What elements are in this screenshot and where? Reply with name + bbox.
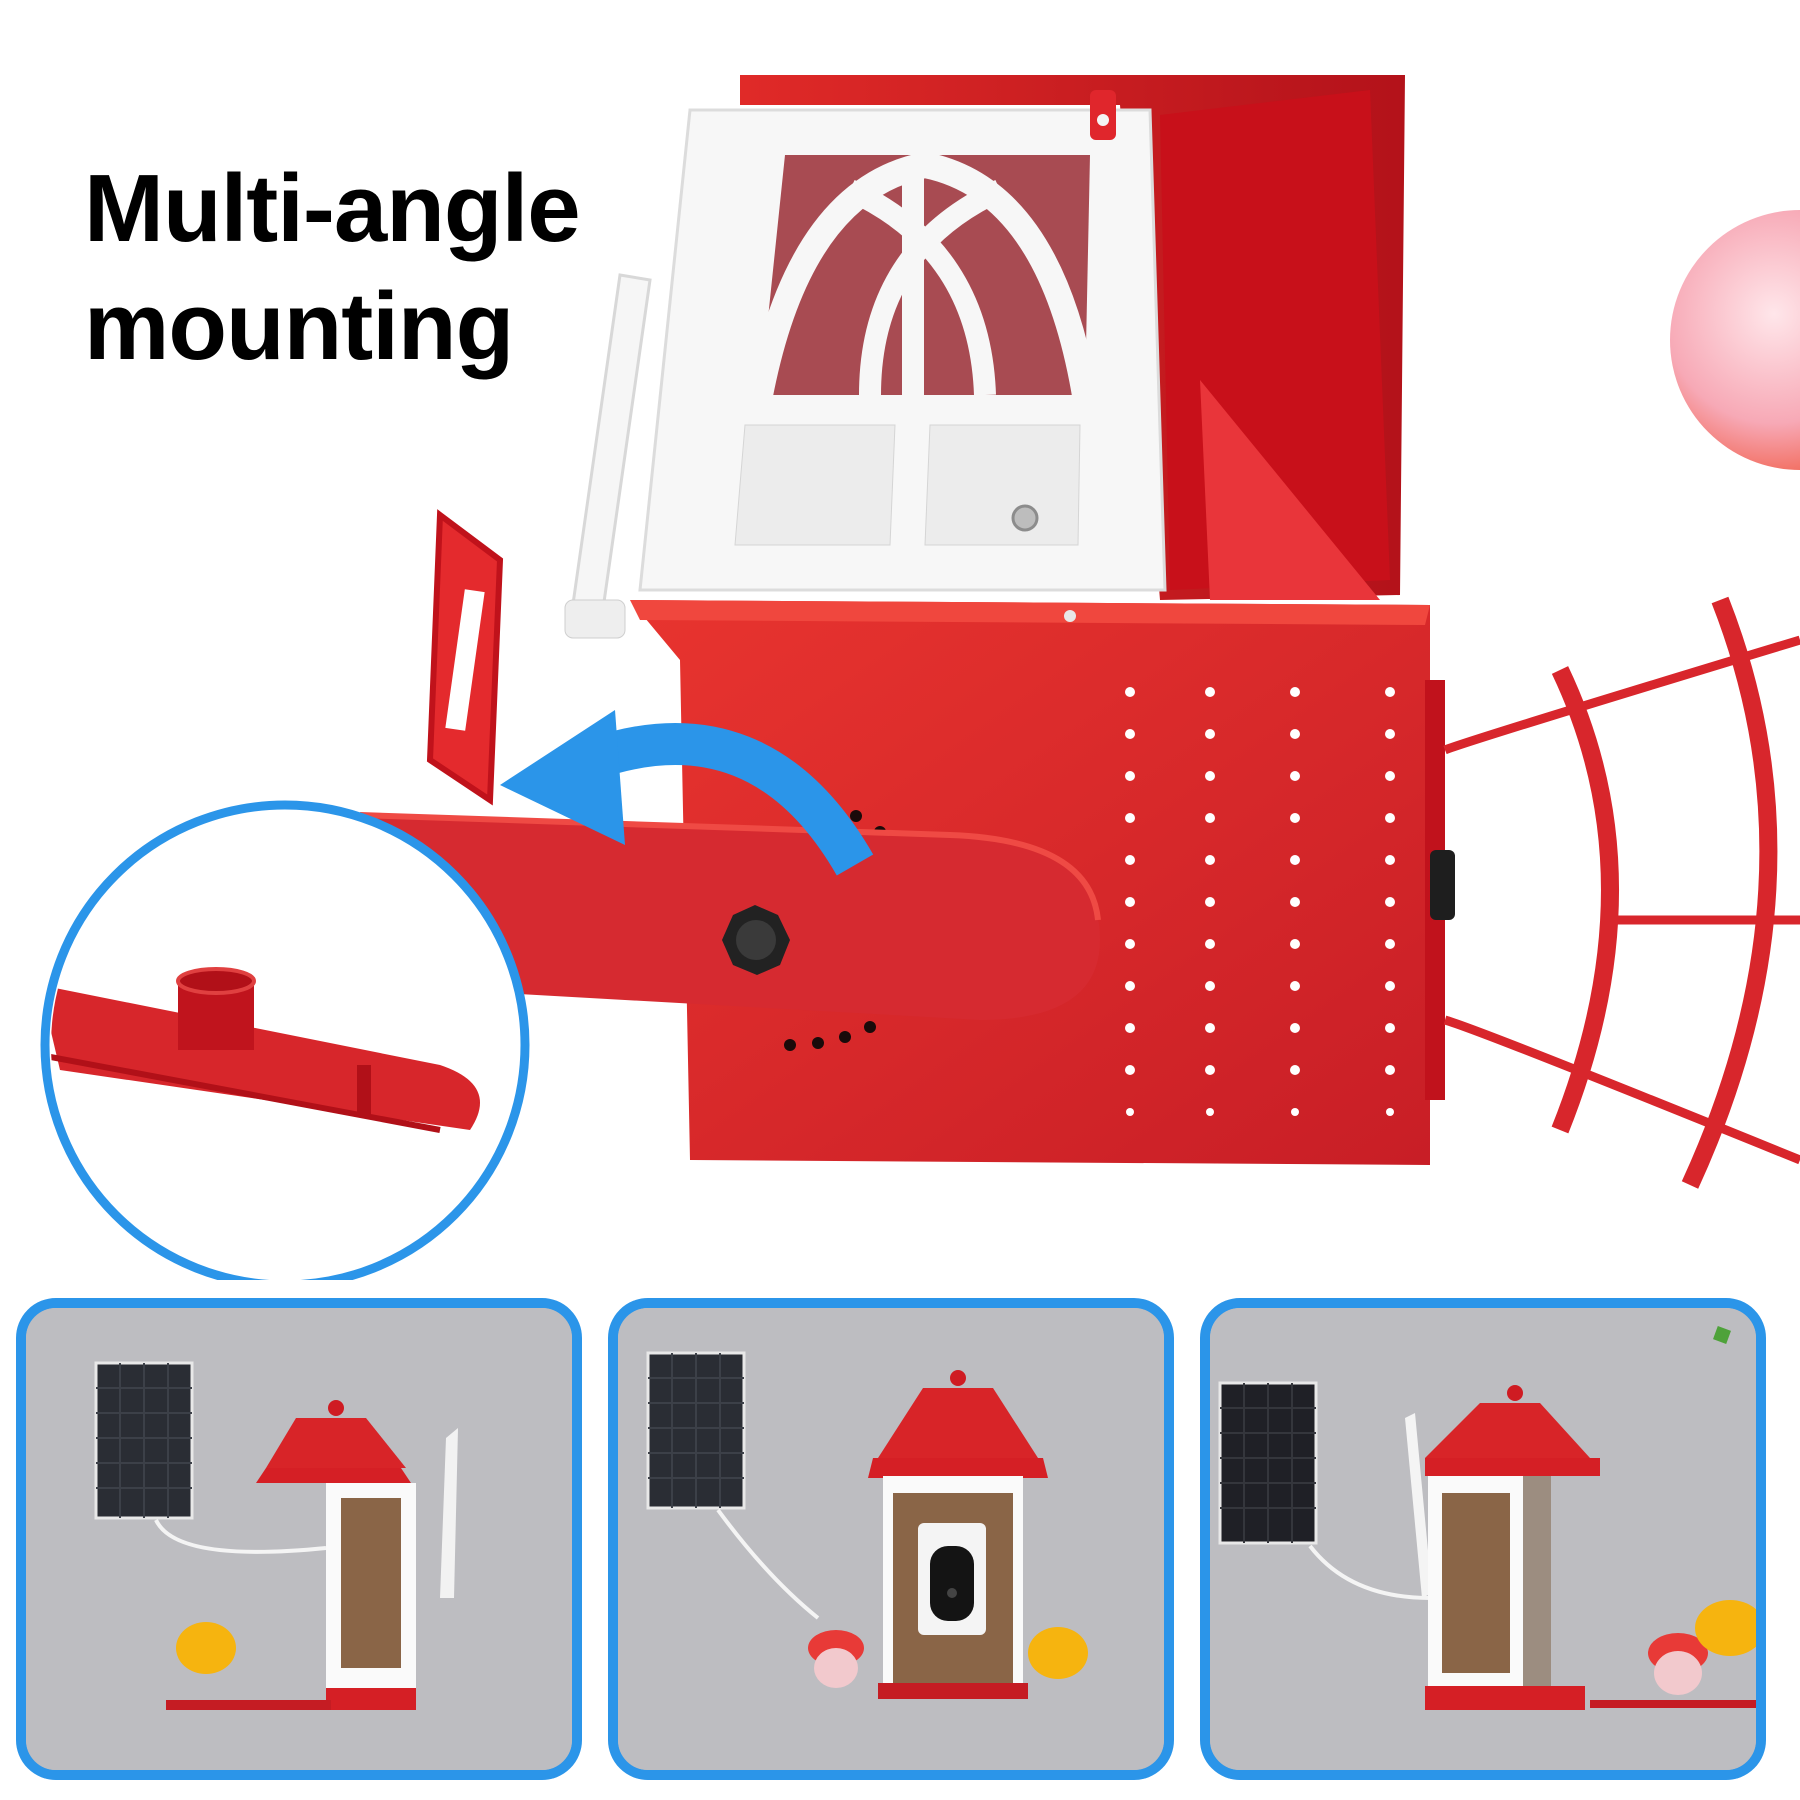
headline-line-1: Multi-angle — [84, 155, 581, 262]
mounting-arm — [359, 812, 1101, 1020]
vent-hole — [1290, 1065, 1300, 1075]
callout-mounting-bar — [51, 967, 480, 1133]
mounting-photo-3: Angled side view with antenna and nectar… — [1200, 1298, 1766, 1780]
solar-panel — [94, 1361, 194, 1520]
vent-hole — [1205, 729, 1215, 739]
bird-feeder — [868, 1370, 1048, 1699]
hero-product-illustration — [40, 75, 1800, 1280]
feeder-roof — [740, 75, 1405, 600]
vent-hole — [1290, 1023, 1300, 1033]
headline: Multi-angle mounting — [84, 150, 581, 386]
vent-hole — [1385, 729, 1395, 739]
vent-hole — [1385, 939, 1395, 949]
vent-hole — [1205, 981, 1215, 991]
vent-hole — [1205, 897, 1215, 907]
vent-hole — [1385, 1023, 1395, 1033]
vent-hole — [1125, 897, 1135, 907]
solar-panel — [646, 1351, 746, 1510]
mounting-photo-1: Side-mounted view with solar panel and o… — [16, 1298, 582, 1780]
nectar-cup — [808, 1630, 864, 1688]
vent-hole — [1205, 1065, 1215, 1075]
wall-bracket-plate — [426, 509, 504, 806]
vent-hole — [1125, 981, 1135, 991]
vent-hole — [1125, 1023, 1135, 1033]
bird-feeder — [256, 1400, 458, 1710]
vent-hole — [1386, 1108, 1394, 1116]
bird-feeder — [1425, 1385, 1600, 1710]
vent-hole — [1290, 771, 1300, 781]
vent-hole — [1125, 771, 1135, 781]
rotate-left-arrow-icon — [500, 710, 874, 876]
vent-hole — [1385, 897, 1395, 907]
side-fruit-rack — [1443, 596, 1800, 1189]
feeder-window-door — [638, 90, 1167, 592]
vent-hole — [1385, 771, 1395, 781]
vent-hole — [1385, 813, 1395, 823]
ventilation-holes — [1125, 687, 1395, 1116]
nectar-cup — [1670, 210, 1800, 470]
vent-hole — [1385, 687, 1395, 697]
leaf-mark — [1713, 1326, 1731, 1344]
vent-hole — [1125, 687, 1135, 697]
vent-hole — [1125, 1065, 1135, 1075]
orange-fruit — [176, 1622, 236, 1674]
orange-fruit — [1028, 1627, 1088, 1679]
vent-hole — [1290, 687, 1300, 697]
vent-hole — [1290, 855, 1300, 865]
vent-hole — [1385, 1065, 1395, 1075]
antenna — [1405, 1413, 1432, 1598]
vent-hole — [1205, 687, 1215, 697]
vent-hole — [1290, 939, 1300, 949]
zoom-callout — [40, 800, 530, 1280]
headline-line-2: mounting — [84, 273, 514, 380]
vent-hole — [1206, 1108, 1214, 1116]
vent-hole — [1290, 981, 1300, 991]
antenna — [564, 273, 652, 639]
vent-hole — [1385, 855, 1395, 865]
vent-hole — [1291, 1108, 1299, 1116]
vent-hole — [1125, 729, 1135, 739]
adjustment-knob-icon[interactable] — [722, 850, 1455, 975]
vent-hole — [1205, 855, 1215, 865]
solar-panel — [1218, 1381, 1318, 1545]
nectar-cup — [1648, 1633, 1708, 1695]
vent-hole — [1125, 939, 1135, 949]
vent-hole — [1205, 1023, 1215, 1033]
camera-icon — [918, 1523, 986, 1635]
vent-hole — [1205, 813, 1215, 823]
vent-hole — [1125, 813, 1135, 823]
vent-hole — [1385, 981, 1395, 991]
vent-hole — [1205, 939, 1215, 949]
vent-hole — [1205, 771, 1215, 781]
vent-hole — [1290, 813, 1300, 823]
vent-hole — [1290, 897, 1300, 907]
vent-hole — [1125, 855, 1135, 865]
orange-fruit — [1695, 1600, 1756, 1656]
mounting-photo-2: Front view showing camera inside feeder … — [608, 1298, 1174, 1780]
vent-hole — [1290, 729, 1300, 739]
vent-hole — [1126, 1108, 1134, 1116]
